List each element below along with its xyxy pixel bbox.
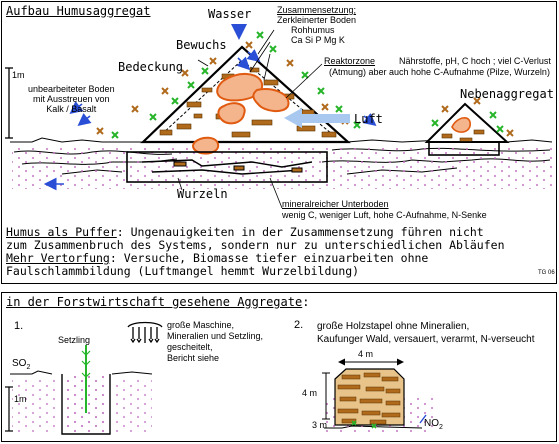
- humus-aggregate-drawing: [5, 24, 553, 209]
- label-no2: NO2: [424, 418, 443, 431]
- item1-text: große Maschine, Mineralien und Setzling,…: [167, 320, 264, 363]
- corner-tag: TG 06: [538, 270, 555, 276]
- label-setzling: Setzling: [58, 335, 91, 345]
- label-wasser: Wasser: [208, 7, 252, 21]
- humus-aggregate-panel: Aufbau Humusaggregat Wasser Bewuchs Bede…: [1, 1, 557, 284]
- machine-icon: [127, 321, 163, 344]
- label-depth-3m: 3 m: [312, 420, 328, 430]
- forestry-aggregates-panel: in der Forstwirtschaft gesehene Aggregat…: [1, 292, 557, 442]
- reaktorzone-heading: Reaktorzone: [324, 56, 376, 66]
- wood-stack: [324, 368, 436, 433]
- label-nebenaggregat: Nebenaggregat: [460, 87, 554, 101]
- panel-title: Aufbau Humusaggregat: [6, 4, 151, 18]
- secondary-root-box: [428, 141, 500, 156]
- label-so2: SO2: [12, 358, 31, 371]
- air-arrow: [284, 108, 350, 128]
- composition-note: Zusammensetzung; Zerkleinerter Boden Roh…: [277, 5, 357, 45]
- planting-pit: [10, 345, 153, 435]
- label-1m: 1m: [12, 70, 25, 80]
- item2-text: große Holzstapel ohne Mineralien, Kaufun…: [317, 321, 535, 345]
- reaktorzone-line1: (Atmung) aber auch hohe C-Aufnahme (Pilz…: [329, 67, 550, 77]
- label-bewuchs: Bewuchs: [176, 38, 227, 52]
- label-1m-item1: 1m: [14, 394, 27, 404]
- label-height-4m: 4 m: [302, 388, 318, 398]
- blue-flow-arrows: [43, 49, 377, 191]
- root-zone-box: [126, 151, 328, 183]
- scale-bar-1m: [5, 67, 13, 139]
- green-x-marks: [111, 31, 504, 139]
- item1-number: 1.: [14, 320, 24, 332]
- buffer-paragraph: Humus als Puffer: Ungenauigkeiten in der…: [6, 225, 505, 278]
- panel-title-forestry: in der Forstwirtschaft gesehene Aggregat…: [6, 295, 310, 309]
- label-bedeckung: Bedeckung: [118, 60, 184, 74]
- left-soil-note: unbearbeiteter Boden mit Ausstreuen von …: [28, 84, 115, 114]
- reaktorzone-right-text: Nährstoffe, pH, C hoch ; viel C-Verlust: [399, 56, 551, 66]
- reactor-zones: [192, 73, 290, 155]
- item2-number: 2.: [294, 319, 304, 331]
- stack-dimension-lines: [322, 358, 427, 424]
- label-luft: Luft: [354, 112, 383, 126]
- soil-surface: [10, 137, 553, 143]
- forestry-drawing: [5, 321, 436, 435]
- scale-bar-item1: [5, 386, 13, 432]
- subsoil-note: mineralreicher Unterboden wenig C, wenig…: [282, 199, 487, 220]
- label-wurzeln: Wurzeln: [177, 187, 228, 201]
- label-width-4m: 4 m: [358, 349, 374, 359]
